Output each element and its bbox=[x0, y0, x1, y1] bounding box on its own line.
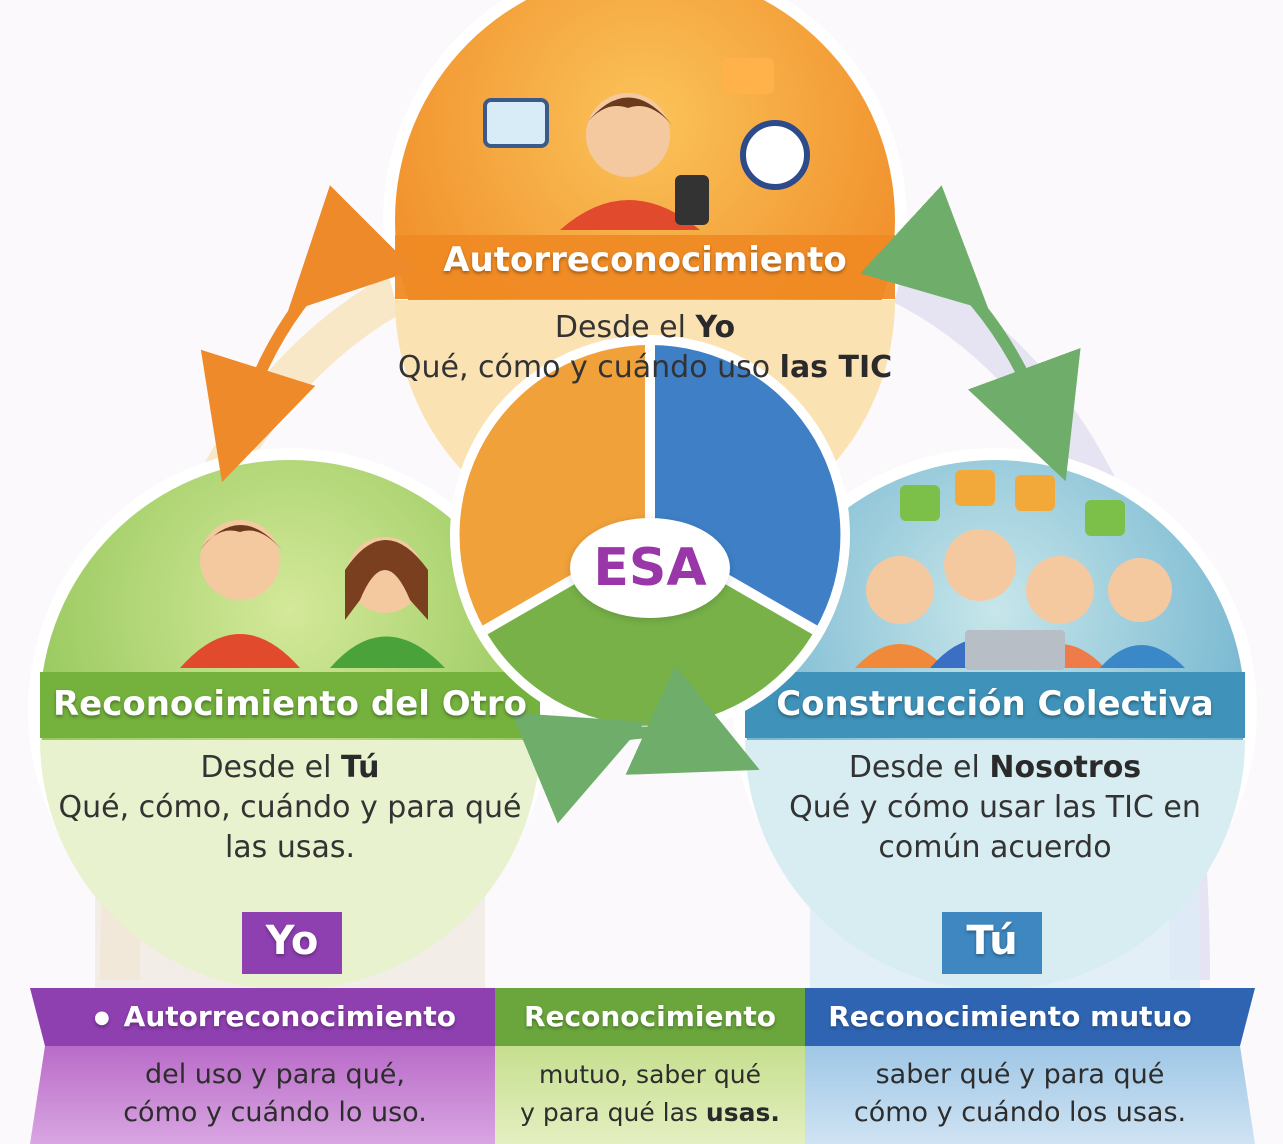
tag-yo-bg bbox=[242, 912, 342, 974]
left-line1-prefix: Desde el bbox=[200, 750, 342, 785]
band-2-line2-bold: usas. bbox=[705, 1098, 780, 1127]
band-purple-head bbox=[30, 988, 495, 1046]
right-children-illustration bbox=[855, 470, 1185, 670]
arrow-top-left bbox=[200, 185, 415, 483]
band-3-body: saber qué y para qué cómo y cuándo los u… bbox=[805, 1056, 1235, 1132]
left-children-illustration bbox=[180, 520, 445, 668]
right-circle-title: Construcción Colectiva bbox=[776, 684, 1214, 724]
arrow-top-right bbox=[860, 185, 1081, 482]
right-circle-body: Desde el Nosotros Qué y cómo usar las TI… bbox=[745, 748, 1245, 868]
band-3-line2: cómo y cuándo los usas. bbox=[853, 1097, 1187, 1128]
band-blue-head bbox=[805, 988, 1255, 1046]
top-circle-title: Autorreconocimiento bbox=[443, 240, 847, 280]
band-2-head: Reconocimiento bbox=[523, 1000, 777, 1033]
tag-tu: Tú bbox=[966, 918, 1018, 964]
tag-yo: Yo bbox=[265, 918, 319, 964]
left-circle-body: Desde el Tú Qué, cómo, cuándo y para qué… bbox=[40, 748, 540, 868]
left-line1-bold: Tú bbox=[341, 750, 380, 785]
band-1-body: del uso y para qué, cómo y cuándo lo uso… bbox=[60, 1056, 490, 1132]
band-2-line1: mutuo, saber qué bbox=[539, 1060, 761, 1089]
band-1-line2: cómo y cuándo lo uso. bbox=[123, 1097, 427, 1128]
left-circle-title: Reconocimiento del Otro bbox=[52, 684, 528, 724]
right-line1-bold: Nosotros bbox=[989, 750, 1142, 785]
top-line2-prefix: Qué, cómo y cuándo uso bbox=[397, 350, 780, 385]
left-line2: Qué, cómo, cuándo y para qué bbox=[58, 790, 522, 825]
top-line2-bold: las TIC bbox=[779, 350, 893, 385]
top-line1-prefix: Desde el bbox=[554, 310, 696, 345]
top-line1-bold: Yo bbox=[695, 310, 736, 345]
center-esa-label: ESA bbox=[570, 518, 730, 618]
band-1-head: ● Autorreconocimiento bbox=[60, 988, 490, 1047]
band-3-head: Reconocimiento mutuo bbox=[828, 1000, 1192, 1033]
right-line2: Qué y cómo usar las TIC en bbox=[789, 790, 1201, 825]
band-3-line1: saber qué y para qué bbox=[875, 1059, 1165, 1090]
bullet-icon: ● bbox=[93, 1007, 110, 1028]
right-line3: común acuerdo bbox=[878, 830, 1112, 865]
band-green-head bbox=[495, 988, 805, 1046]
band-2-body: mutuo, saber qué y para qué las usas. bbox=[495, 1056, 805, 1132]
band-1-line1: del uso y para qué, bbox=[144, 1059, 406, 1090]
arrow-bottom bbox=[511, 665, 760, 824]
band-1-head-text: Autorreconocimiento bbox=[123, 1000, 457, 1033]
top-circle-body: Desde el Yo Qué, cómo y cuándo uso las T… bbox=[395, 308, 895, 388]
right-line1-prefix: Desde el bbox=[848, 750, 990, 785]
tag-tu-bg bbox=[942, 912, 1042, 974]
band-2-line2-prefix: y para qué las bbox=[520, 1098, 706, 1127]
left-line3: las usas. bbox=[224, 830, 356, 865]
top-child-illustration bbox=[483, 58, 810, 230]
